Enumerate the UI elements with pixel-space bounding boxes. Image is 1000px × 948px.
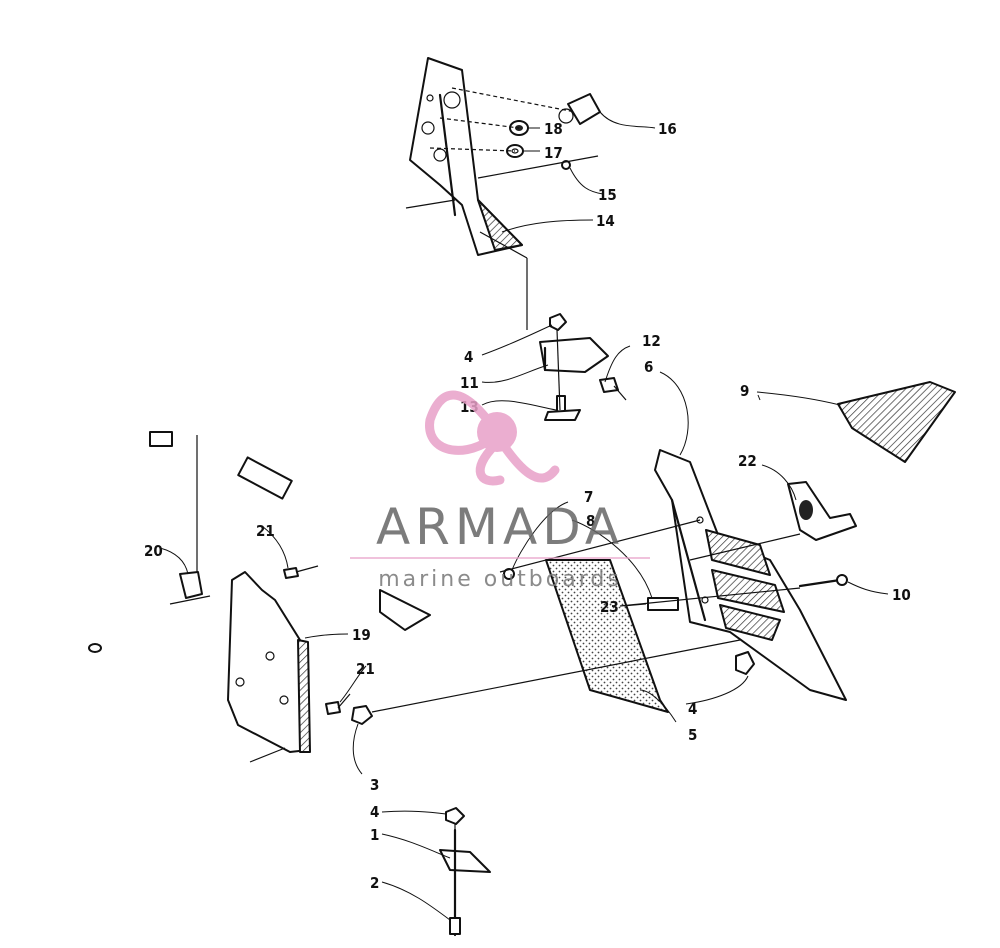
nut-part-3 — [351, 705, 373, 725]
bushing-part-23 — [647, 597, 679, 611]
cover-plate-part-9 — [837, 381, 956, 463]
nut-part-4-right — [735, 651, 755, 675]
label-23: 23 — [600, 598, 619, 616]
mount-bracket-part-11 — [539, 337, 609, 373]
knob-part-16 — [558, 93, 601, 125]
label-4-top: 4 — [464, 348, 473, 366]
label-5: 5 — [688, 726, 697, 744]
side-panel-part-6 — [654, 449, 847, 701]
bushing-part-20 — [169, 571, 211, 605]
alignment-lines-upper — [405, 87, 599, 330]
label-9: 9 — [740, 382, 749, 400]
mount-plate-part-19 — [227, 571, 311, 753]
bolt-part-10 — [798, 574, 848, 588]
watermark: ARMADA marine outboards — [350, 390, 650, 592]
label-18: 18 — [544, 120, 563, 138]
grommet-part-7 — [503, 568, 515, 580]
label-16: 16 — [658, 120, 677, 138]
label-21-top: 21 — [256, 522, 275, 540]
label-21-bottom: 21 — [356, 660, 375, 678]
label-22: 22 — [738, 452, 757, 470]
label-10: 10 — [892, 586, 911, 604]
upper-bracket-part-14 — [409, 57, 523, 256]
bracket-part-22 — [787, 481, 857, 541]
plug-part-12 — [599, 377, 627, 401]
screw-part-21-top — [283, 565, 319, 579]
label-20: 20 — [144, 542, 163, 560]
screw-part-15 — [561, 160, 571, 170]
screw-part-21-bottom — [325, 693, 351, 715]
label-12: 12 — [642, 332, 661, 350]
label-15: 15 — [598, 186, 617, 204]
handlebar-frame-part-1 — [57, 412, 523, 883]
nut-part-4-top — [549, 313, 567, 331]
label-1: 1 — [370, 826, 379, 844]
callout-labels: 1 2 3 4 4 4 5 6 7 8 9 10 11 12 13 14 15 … — [144, 120, 911, 892]
alignment-lines-lower — [249, 519, 801, 840]
label-6: 6 — [644, 358, 653, 376]
label-19: 19 — [352, 626, 371, 644]
label-8: 8 — [586, 512, 595, 530]
propeller-logo-icon — [425, 390, 560, 486]
label-3: 3 — [370, 776, 379, 794]
watermark-title: ARMADA — [376, 498, 624, 556]
leader-lines — [159, 111, 889, 921]
watermark-subtitle: marine outboards — [378, 567, 622, 592]
bolt-part-13 — [544, 395, 581, 421]
bolt-part-2 — [449, 828, 461, 937]
alignment-line-mid — [556, 329, 561, 411]
label-7: 7 — [584, 488, 593, 506]
nut-part-4-bottom — [445, 807, 465, 825]
grommet-part-18 — [509, 120, 529, 136]
label-4-right: 4 — [688, 700, 697, 718]
label-14: 14 — [596, 212, 615, 230]
label-17: 17 — [544, 144, 563, 162]
label-4-bottom: 4 — [370, 803, 379, 821]
label-11: 11 — [460, 374, 479, 392]
label-2: 2 — [370, 874, 379, 892]
